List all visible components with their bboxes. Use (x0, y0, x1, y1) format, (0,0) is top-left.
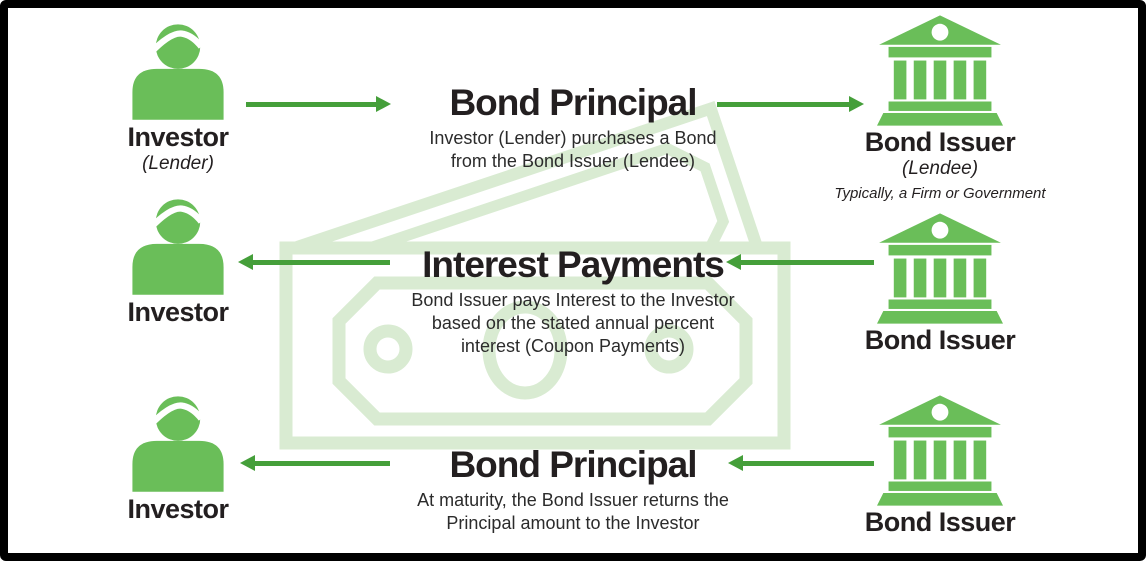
message-description: At maturity, the Bond Issuer returns the… (417, 490, 729, 533)
arrow-shaft (717, 101, 849, 107)
entity-label: Investor (127, 297, 229, 327)
message-description: Bond Issuer pays Interest to the Investo… (411, 290, 735, 356)
entity-sublabel: (Lender) (142, 153, 214, 174)
investor-entity-row3: Investor (98, 393, 258, 524)
arrow-head (376, 96, 391, 112)
arrow-shaft (255, 460, 390, 466)
message-row1: Bond Principal Investor (Lender) purchas… (348, 83, 798, 173)
person-icon (132, 396, 224, 492)
bank-icon (877, 213, 1003, 324)
entity-note: Typically, a Firm or Government (834, 185, 1046, 202)
entity-sublabel: (Lendee) (901, 158, 979, 179)
message-row3: Bond Principal At maturity, the Bond Iss… (348, 445, 798, 535)
arrow-head (728, 455, 743, 471)
flow-arrow-right-icon (246, 96, 391, 112)
flow-arrow-left-icon (240, 455, 390, 471)
arrow-head (726, 254, 741, 270)
flow-arrow-right-icon (717, 96, 864, 112)
arrow-shaft (743, 460, 874, 466)
flow-arrow-left-icon (728, 455, 874, 471)
arrow-shaft (246, 101, 376, 107)
message-row2: Interest Payments Bond Issuer pays Inter… (348, 245, 798, 358)
flow-arrow-left-icon (726, 254, 874, 270)
person-icon (132, 199, 224, 295)
person-icon (132, 24, 224, 120)
entity-label: Bond Issuer (864, 507, 1016, 537)
bond-issuer-entity-row3: Bond Issuer (825, 394, 1055, 537)
money-bill-watermark-icon (279, 100, 791, 450)
arrow-shaft (253, 259, 390, 265)
investor-entity-row1: Investor (Lender) (98, 21, 258, 174)
message-description: Investor (Lender) purchases a Bond from … (429, 128, 717, 171)
arrow-head (238, 254, 253, 270)
arrow-head (240, 455, 255, 471)
entity-label: Investor (127, 122, 229, 152)
message-title: Bond Principal (449, 444, 697, 485)
entity-label: Bond Issuer (864, 127, 1016, 157)
flow-arrow-left-icon (238, 254, 390, 270)
entity-label: Investor (127, 494, 229, 524)
message-title: Interest Payments (422, 244, 725, 285)
bank-icon (877, 15, 1003, 126)
investor-entity-row2: Investor (98, 196, 258, 327)
bond-issuer-entity-row1: Bond Issuer (Lendee) Typically, a Firm o… (825, 14, 1055, 202)
arrow-head (849, 96, 864, 112)
bond-issuer-entity-row2: Bond Issuer (825, 212, 1055, 355)
message-title: Bond Principal (449, 82, 697, 123)
entity-label: Bond Issuer (864, 325, 1016, 355)
bank-icon (877, 395, 1003, 506)
arrow-shaft (741, 259, 874, 265)
